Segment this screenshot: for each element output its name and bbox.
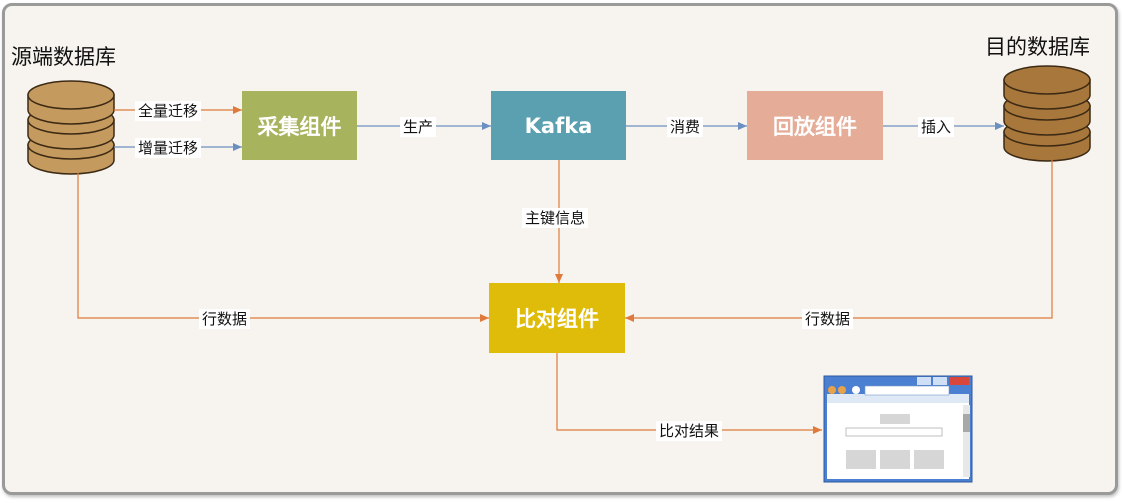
source-row-data-arrow xyxy=(77,173,489,322)
target-row-data-label: 行数据 xyxy=(802,309,854,329)
target-row-data-arrow xyxy=(625,160,1053,322)
full-migration-label: 全量迁移 xyxy=(135,101,202,121)
replay-component: 回放组件 xyxy=(747,91,883,160)
collector-component: 采集组件 xyxy=(242,91,357,160)
produce-label: 生产 xyxy=(400,117,437,137)
source-db-title: 源端数据库 xyxy=(11,45,116,69)
kafka-component: Kafka xyxy=(491,91,626,160)
primary-key-info-label: 主键信息 xyxy=(522,208,589,228)
target-database-icon xyxy=(1003,65,1091,162)
compare-component: 比对组件 xyxy=(489,283,625,353)
browser-window-icon xyxy=(823,375,973,483)
incremental-migration-label: 增量迁移 xyxy=(135,138,202,158)
target-db-title: 目的数据库 xyxy=(985,35,1090,59)
source-database-icon xyxy=(27,80,115,175)
insert-label: 插入 xyxy=(918,117,955,137)
compare-result-arrow xyxy=(556,353,822,434)
compare-result-label: 比对结果 xyxy=(656,421,723,441)
consume-label: 消费 xyxy=(667,117,704,137)
source-row-data-label: 行数据 xyxy=(199,309,251,329)
